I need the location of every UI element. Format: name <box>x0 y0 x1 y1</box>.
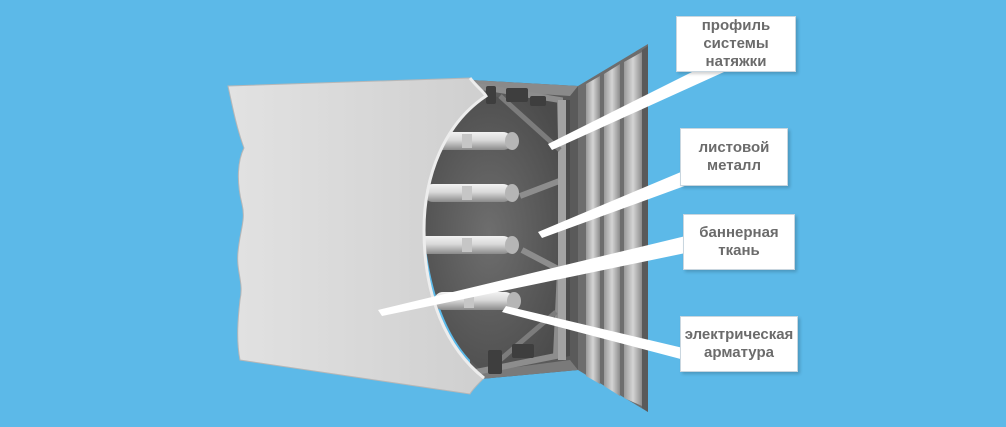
label-sheet-metal: листовой металл <box>680 128 788 186</box>
label-profile-text: профиль системы натяжки <box>701 17 771 70</box>
label-banner-fabric: баннерная ткань <box>683 214 795 270</box>
leader-lines <box>378 62 724 362</box>
lamp-tube <box>432 132 519 150</box>
leader-banner-fabric <box>378 234 700 316</box>
leader-sheet-metal <box>538 164 712 238</box>
label-electrical: электрическая арматура <box>680 316 798 372</box>
label-electrical-text: электрическая арматура <box>684 326 794 361</box>
lamp-tubes <box>416 132 521 310</box>
leader-profile <box>548 62 724 150</box>
fittings <box>486 86 546 374</box>
back-plate <box>578 44 648 412</box>
lamp-tube <box>416 236 519 254</box>
leader-electrical <box>502 306 700 362</box>
label-banner-fabric-text: баннерная ткань <box>699 224 779 259</box>
label-profile: профиль системы натяжки <box>676 16 796 72</box>
label-sheet-metal-text: листовой металл <box>698 139 770 174</box>
lamp-tube <box>424 184 519 202</box>
fabric-tear-edge <box>422 77 488 380</box>
